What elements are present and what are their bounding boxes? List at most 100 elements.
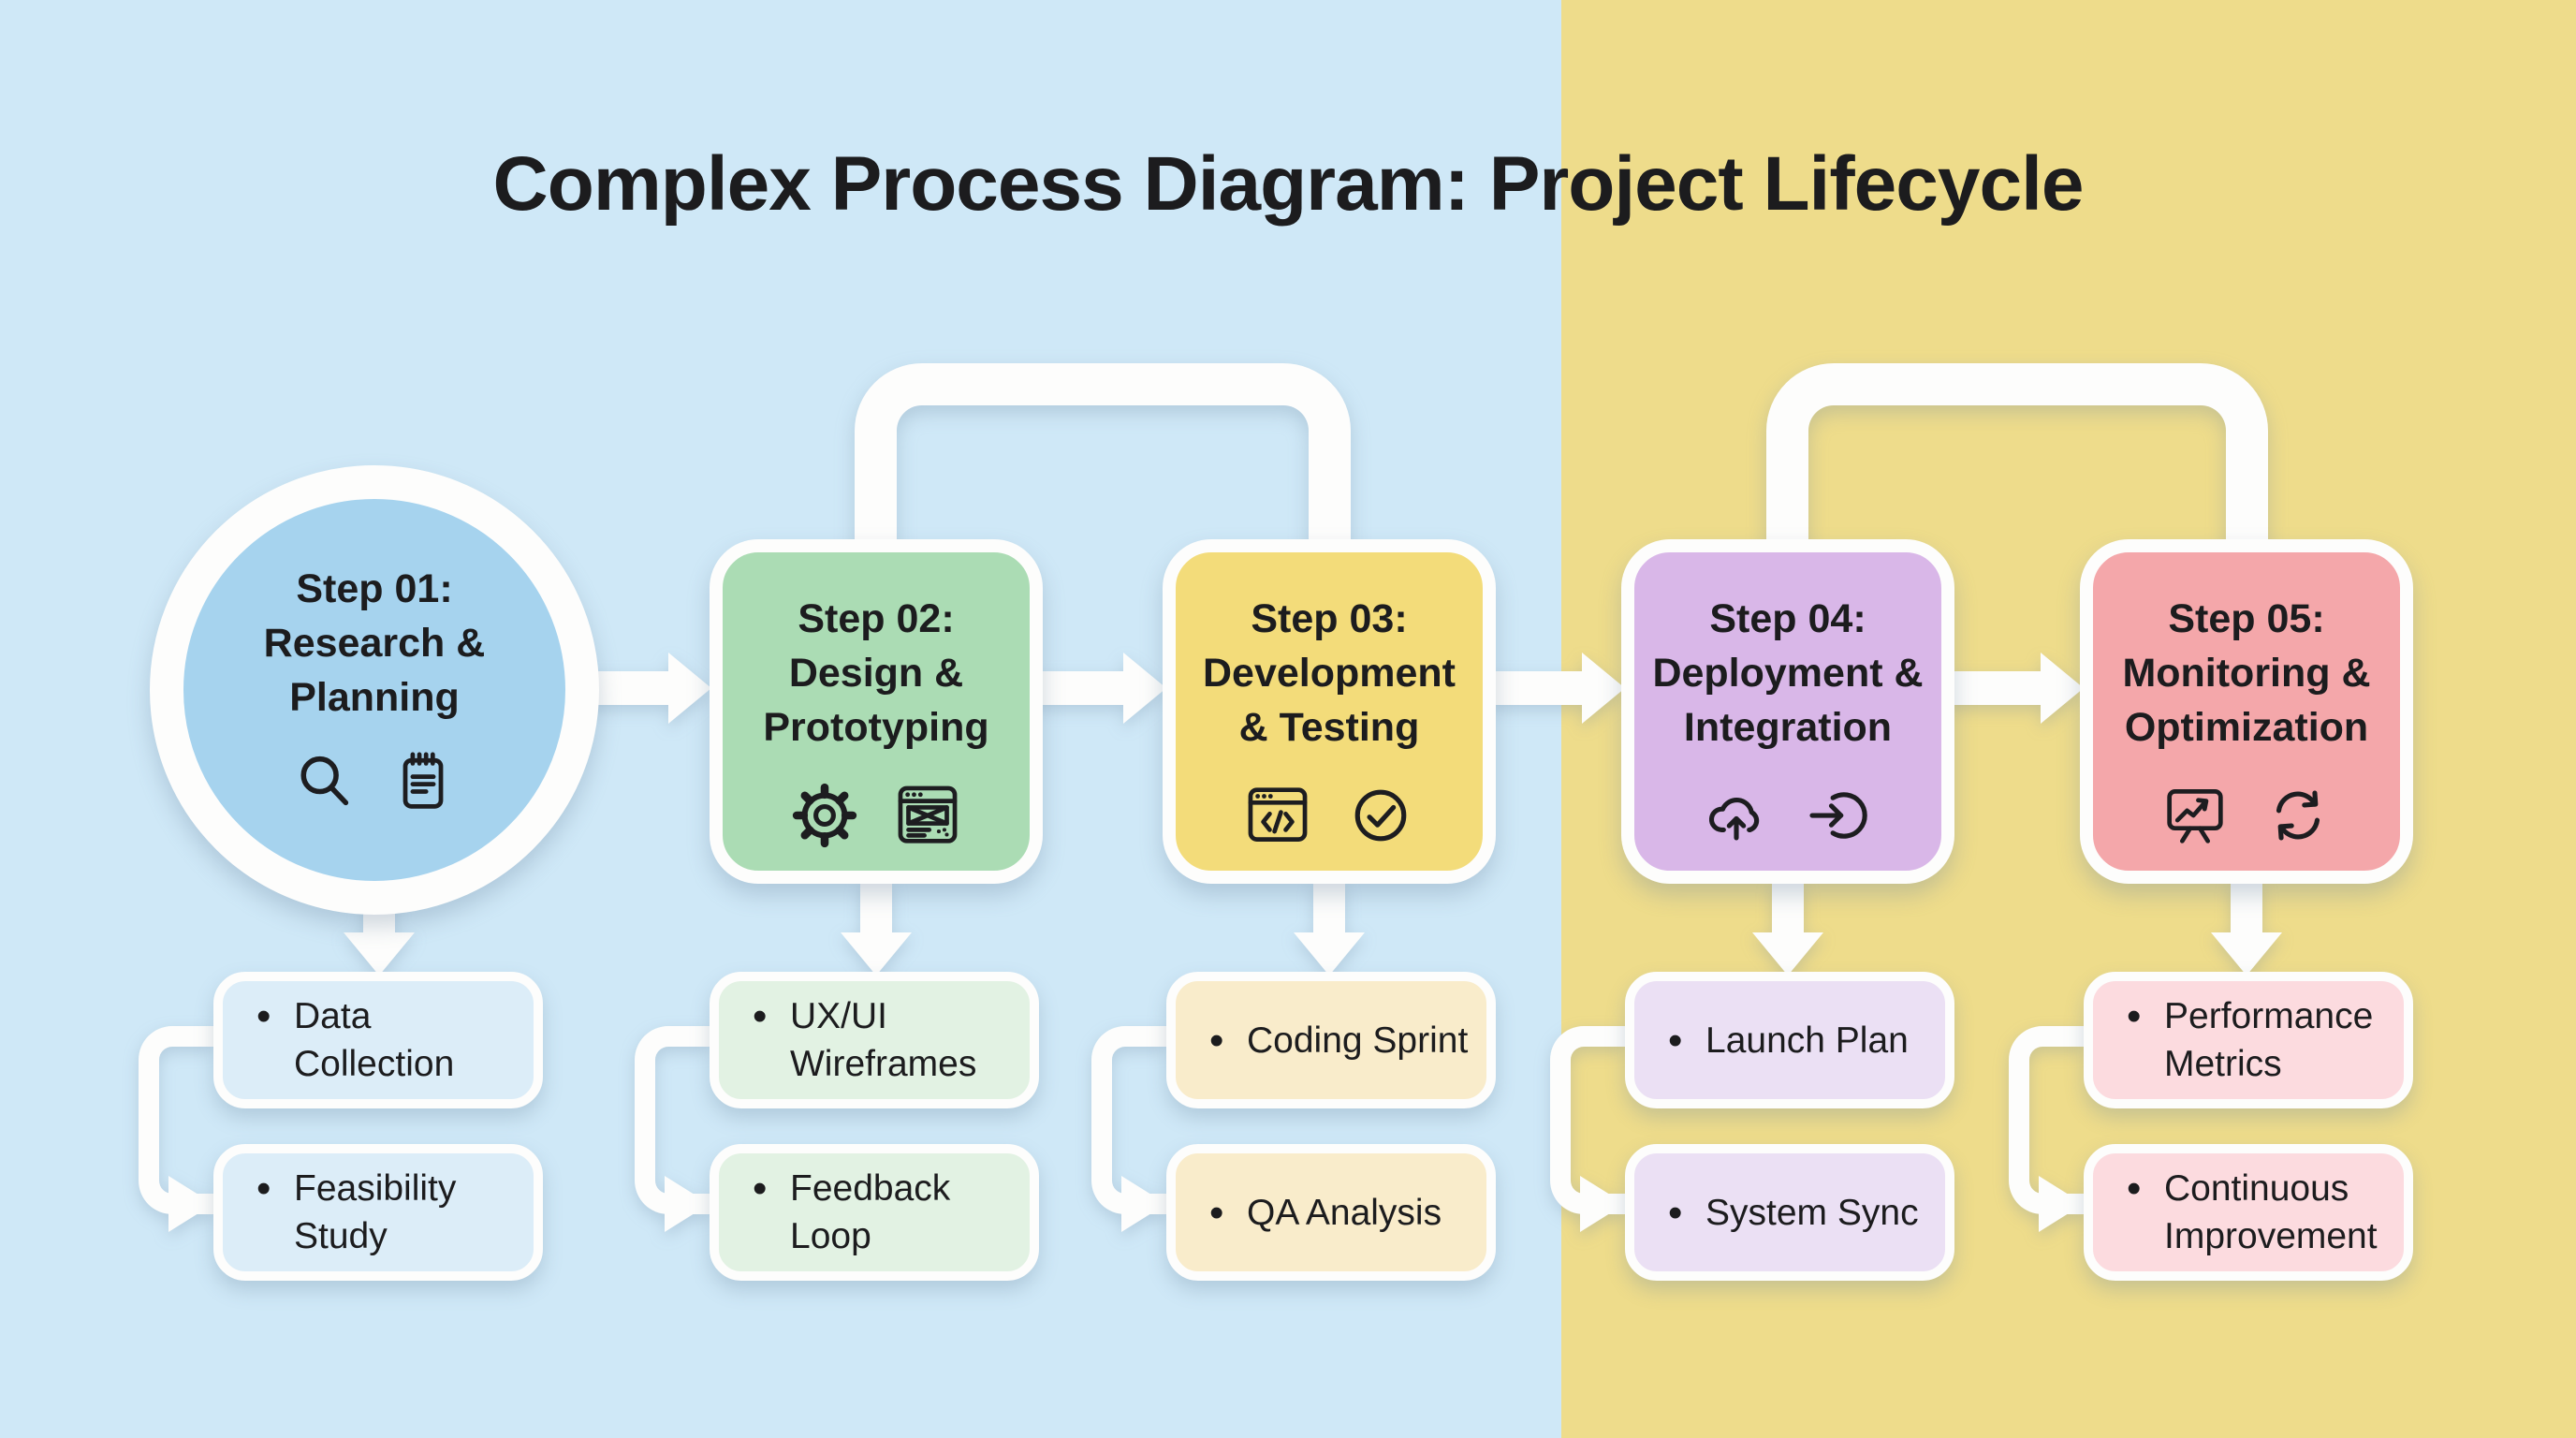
step-label: Step 02: <box>798 596 955 641</box>
arrow-head-icon <box>168 1176 213 1232</box>
arrow-shaft <box>1947 671 2044 705</box>
subitem-row: • Feasibility Study <box>256 1165 456 1260</box>
subitem-label: Coding Sprint <box>1247 1020 1469 1061</box>
subitem-label: Launch Plan <box>1705 1020 1909 1061</box>
chart-board-icon <box>2167 789 2223 844</box>
flow-arrow-step3-step4 <box>1488 653 1625 724</box>
arrow-head-icon <box>665 1176 710 1232</box>
flow-arrow-step2-step3 <box>1033 653 1166 724</box>
arrow-head-icon <box>1582 653 1625 724</box>
arrow-shaft <box>860 880 892 938</box>
step-02-subitem-2: • Feedback Loop <box>710 1144 1039 1281</box>
bracket-connector-step2 <box>635 1026 754 1234</box>
step-01-subitem-2: • Feasibility Study <box>213 1144 543 1281</box>
check-circle-icon <box>1354 789 1407 842</box>
wireframe-window-icon <box>898 785 958 844</box>
step-05-icons <box>2157 777 2336 854</box>
bullet-icon: • <box>1668 1189 1683 1236</box>
subitem-row: • Coding Sprint <box>1209 1017 1468 1064</box>
subitem-row: • UX/UI Wireframes <box>753 992 976 1088</box>
subitem-label: Feasibility Study <box>294 1168 457 1256</box>
arrow-head-icon <box>1580 1176 1625 1232</box>
step-label: Step 01: <box>296 566 453 611</box>
step-03-node: Step 03: Development & Testing <box>1163 539 1496 884</box>
bullet-icon: • <box>1209 1189 1224 1236</box>
arrow-head-icon <box>344 932 415 976</box>
code-window-icon <box>1248 787 1308 842</box>
arrow-head-icon <box>2211 932 2282 976</box>
arrow-shaft <box>1313 880 1345 938</box>
step-04-icons <box>1698 777 1878 854</box>
subitem-label: Data Collection <box>294 996 455 1084</box>
subitem-row: • Data Collection <box>256 992 454 1088</box>
step-title-line2: Optimization <box>2124 705 2369 750</box>
step-04-node: Step 04: Deployment & Integration <box>1621 539 1954 884</box>
step-02-icons <box>786 777 966 854</box>
subitem-row: • Launch Plan <box>1668 1017 1909 1064</box>
step-title-line1: Design & <box>788 651 964 696</box>
step-title-line1: Development <box>1202 651 1456 696</box>
bullet-icon: • <box>753 1166 768 1211</box>
step-03-icons <box>1239 777 1419 854</box>
bullet-icon: • <box>2127 1166 2142 1211</box>
step-02-subitem-1: • UX/UI Wireframes <box>710 972 1039 1108</box>
step-title-line1: Deployment & <box>1652 651 1924 696</box>
loop-connector-step4-step5 <box>1766 363 2268 571</box>
step-label: Step 04: <box>1709 596 1866 641</box>
down-arrow-step2 <box>839 880 914 976</box>
subitem-label: System Sync <box>1705 1192 1919 1233</box>
arrow-shaft <box>1033 671 1127 705</box>
bullet-icon: • <box>256 1166 271 1211</box>
flow-arrow-step4-step5 <box>1947 653 2084 724</box>
bracket-connector-step4 <box>1550 1026 1670 1234</box>
login-arrow-icon <box>1809 792 1867 839</box>
subitem-row: • Continuous Improvement <box>2127 1165 2378 1260</box>
arrow-shaft <box>1488 671 1586 705</box>
bullet-icon: • <box>2127 993 2142 1039</box>
subitem-row: • QA Analysis <box>1209 1189 1442 1237</box>
step-title-line1: Monitoring & <box>2122 651 2371 696</box>
step-01-icons <box>290 747 459 818</box>
arrow-shaft <box>2231 880 2262 938</box>
subitem-label: UX/UI Wireframes <box>790 996 977 1084</box>
arrow-head-icon <box>2039 1176 2084 1232</box>
down-arrow-step3 <box>1292 880 1367 976</box>
step-title-line2: Prototyping <box>763 705 989 750</box>
arrow-head-icon <box>1294 932 1365 976</box>
step-01-node: Step 01: Research & Planning <box>150 465 599 915</box>
step-01-subitem-1: • Data Collection <box>213 972 543 1108</box>
step-05-subitem-2: • Continuous Improvement <box>2084 1144 2413 1281</box>
step-04-subitem-1: • Launch Plan <box>1625 972 1954 1108</box>
bracket-connector-step3 <box>1091 1026 1211 1234</box>
step-03-subitem-2: • QA Analysis <box>1166 1144 1496 1281</box>
subitem-row: • Feedback Loop <box>753 1165 950 1260</box>
gear-icon <box>792 783 857 848</box>
subitem-label: QA Analysis <box>1247 1192 1442 1233</box>
down-arrow-step4 <box>1750 880 1825 976</box>
arrow-shaft <box>1772 880 1804 938</box>
step-02-node: Step 02: Design & Prototyping <box>710 539 1043 884</box>
bracket-connector-step1 <box>139 1026 258 1234</box>
subitem-label: Feedback Loop <box>790 1168 951 1256</box>
arrow-head-icon <box>1752 932 1823 976</box>
subitem-row: • Performance Metrics <box>2127 992 2373 1088</box>
arrow-head-icon <box>1121 1176 1166 1232</box>
subitem-label: Performance Metrics <box>2164 996 2374 1084</box>
bullet-icon: • <box>1209 1017 1224 1064</box>
step-title-line1: Research & <box>263 621 486 666</box>
step-title-line2: & Testing <box>1238 705 1420 750</box>
step-label: Step 05: <box>2168 596 2325 641</box>
bullet-icon: • <box>1668 1017 1683 1064</box>
arrow-head-icon <box>668 653 711 724</box>
arrow-head-icon <box>841 932 912 976</box>
subitem-label: Continuous Improvement <box>2164 1168 2378 1256</box>
cloud-upload-icon <box>1708 797 1760 841</box>
step-title-line2: Integration <box>1683 705 1893 750</box>
down-arrow-step5 <box>2209 880 2284 976</box>
sync-arrows-icon <box>2276 790 2320 841</box>
arrow-head-icon <box>1123 653 1166 724</box>
step-05-node: Step 05: Monitoring & Optimization <box>2080 539 2413 884</box>
bullet-icon: • <box>256 993 271 1039</box>
arrow-head-icon <box>2041 653 2084 724</box>
